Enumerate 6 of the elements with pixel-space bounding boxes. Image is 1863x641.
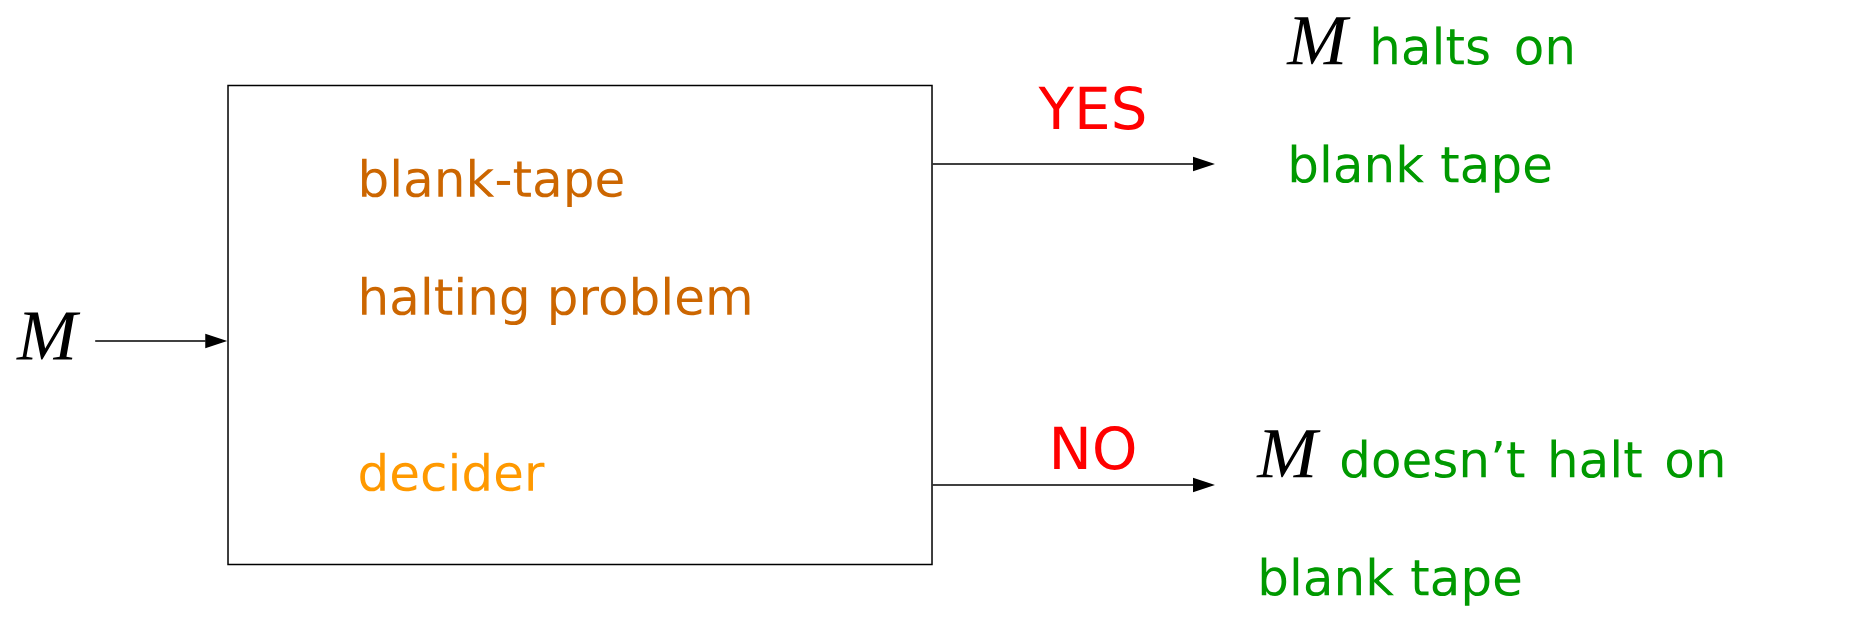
result-text: M doesn’t halt on blank tape	[1256, 430, 1723, 606]
edge-label: YES	[1037, 85, 1149, 131]
edge-label: NO	[1047, 425, 1139, 471]
variable-label: M	[16, 312, 81, 360]
result-text: M halts on blank tape	[1286, 17, 1572, 193]
decider-box: blank-tape halting problem decider	[227, 84, 933, 566]
